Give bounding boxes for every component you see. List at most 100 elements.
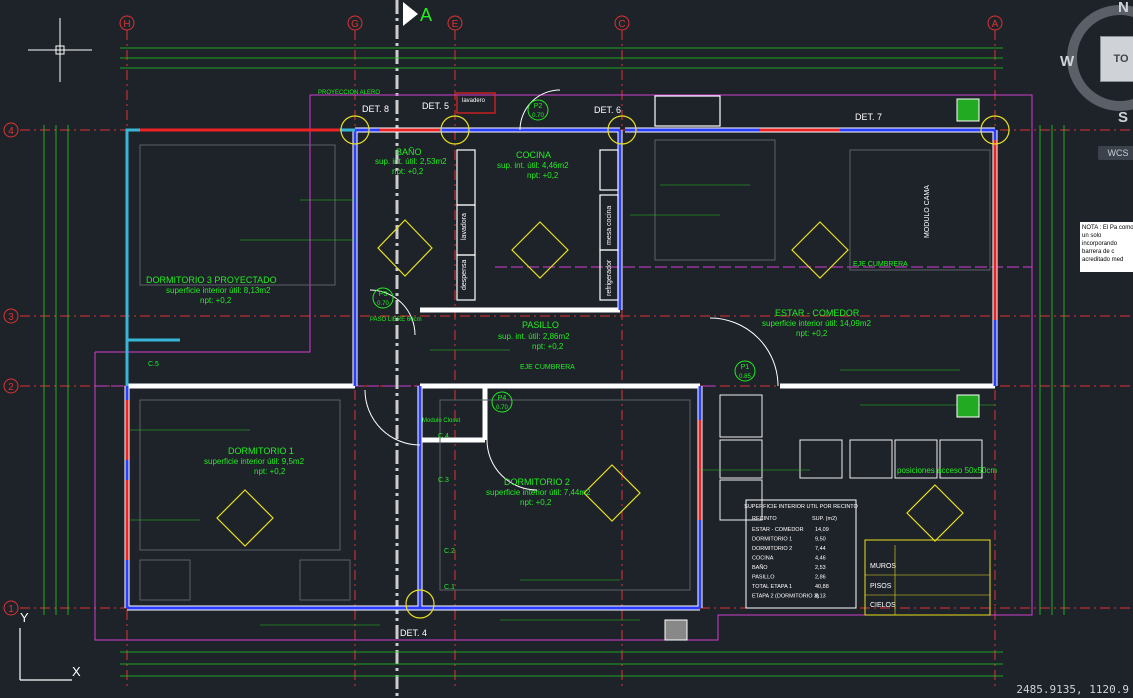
- viewcube-ring[interactable]: N W S: [1060, 0, 1133, 126]
- svg-text:P3: P3: [379, 291, 388, 298]
- room-name-estar: ESTAR - COMEDOR: [775, 308, 860, 318]
- mesa-cocina-label: mesa cocina: [606, 206, 613, 245]
- room-name-dorm2: DORMITORIO 2: [504, 477, 570, 487]
- room-npt-bano: npt: +0,2: [392, 167, 424, 176]
- det-label: DET. 8: [362, 104, 389, 114]
- legend-row-name: DORMITORIO 1: [752, 537, 792, 543]
- legend-row-name: ESTAR - COMEDOR: [752, 527, 804, 533]
- legend-row-value: 2,53: [815, 565, 826, 571]
- materials-group: MUROS: [870, 563, 896, 570]
- modulo-cama-label: MODULO CAMA: [924, 185, 931, 238]
- room-area-estar: superficie interior útil: 14,09m2: [762, 319, 871, 328]
- c5-label: C.5: [148, 361, 159, 368]
- room-area-cocina: sup. int. útil: 4,46m2: [497, 161, 569, 170]
- svg-text:3: 3: [8, 312, 14, 323]
- proyeccion-alero-label: PROYECCION ALERO: [318, 90, 380, 96]
- grid-bubble-g: G: [347, 15, 363, 31]
- svg-text:4: 4: [8, 126, 14, 137]
- detail-labels: DET. 8 DET. 5 DET. 6 DET. 7 DET. 4: [362, 101, 882, 638]
- viewcube-west: W: [1060, 53, 1075, 70]
- section-arrow-icon: [403, 2, 418, 26]
- legend-row-name: PASILLO: [752, 575, 775, 581]
- viewcube-north: N: [1118, 0, 1129, 16]
- ucs-icon: Y X: [19, 610, 81, 681]
- legend-row-value: 2,86: [815, 575, 826, 581]
- room-area-pasillo: sup. int. útil: 2,86m2: [498, 332, 570, 341]
- ucs-y-label: Y: [20, 610, 29, 625]
- level-diamonds: [216, 219, 964, 547]
- room-npt-dorm2: npt: +0,2: [520, 498, 552, 507]
- room-npt-dorm3: npt: +0,2: [200, 296, 232, 305]
- svg-text:E: E: [452, 19, 459, 30]
- door-marker-p2: P2 0.70: [527, 99, 549, 121]
- dimension-lines: [43, 47, 1065, 677]
- legend-title: SUPERFICIE INTERIOR UTIL POR RECINTO: [744, 504, 858, 510]
- lavadero-label: lavadero: [462, 98, 486, 104]
- viewcube-south: S: [1118, 109, 1128, 126]
- room-name-dorm3: DORMITORIO 3 PROYECTADO: [146, 275, 277, 285]
- svg-text:G: G: [351, 19, 359, 30]
- lavadora-label: lavadora: [461, 213, 468, 240]
- c3-label: C.3: [438, 477, 449, 484]
- grid-bubbles: H G E C A 4 3 2 1: [3, 15, 1003, 616]
- legend-row-name: BAÑO: [752, 564, 768, 571]
- door-marker-p3: P3 0.70: [372, 287, 394, 309]
- door-swings: [364, 89, 779, 491]
- svg-text:0.70: 0.70: [496, 405, 508, 411]
- legend-row-name: ETAPA 2 (DORMITORIO 3): [752, 594, 819, 600]
- refrigerador-label: refrigerador: [606, 259, 613, 296]
- room-name-pasillo: PASILLO: [522, 320, 559, 330]
- c2-label: C.2: [444, 548, 455, 555]
- legend-table: SUPERFICIE INTERIOR UTIL POR RECINTO REC…: [744, 499, 859, 609]
- svg-text:P1: P1: [741, 364, 750, 371]
- svg-text:P4: P4: [498, 395, 507, 402]
- eje-cumbrera-label-2: EJE CUMBRERA: [520, 364, 575, 371]
- grid-bubble-e: E: [447, 15, 463, 31]
- section-mark-label: A: [420, 5, 432, 25]
- paso-libre-label: PASO LIBRE 60cm: [370, 317, 422, 323]
- room-npt-pasillo: npt: +0,2: [532, 342, 564, 351]
- cursor-coordinates: 2485.9135, 1120.9: [1016, 683, 1129, 696]
- misc-labels: lavadero despensa lavadora mesa cocina r…: [148, 90, 997, 591]
- materials-group: PISOS: [870, 583, 892, 590]
- svg-text:C: C: [618, 19, 625, 30]
- svg-text:1: 1: [8, 604, 14, 615]
- room-area-dorm2: superficie interior útil: 7,44m2: [486, 488, 591, 497]
- crosshair-cursor: [28, 18, 92, 82]
- svg-text:2: 2: [8, 382, 14, 393]
- grid-bubble-1: 1: [3, 600, 19, 616]
- room-npt-cocina: npt: +0,2: [527, 171, 559, 180]
- ucs-x-label: X: [72, 664, 81, 679]
- legend-row-name: TOTAL ETAPA 1: [752, 584, 792, 590]
- legend-row-value: 40,88: [815, 584, 829, 590]
- det-label: DET. 4: [400, 628, 427, 638]
- room-npt-estar: npt: +0,2: [796, 329, 828, 338]
- room-labels: BAÑO sup. int. útil: 2,53m2 npt: +0,2 CO…: [146, 147, 871, 507]
- viewcube-face[interactable]: TO: [1100, 36, 1133, 82]
- nota-box: NOTA : El Pa como un solo incorporando b…: [1080, 222, 1133, 272]
- det-label: DET. 5: [422, 101, 449, 111]
- room-area-dorm1: superficie interior útil: 9,5m2: [204, 457, 305, 466]
- svg-text:0.70: 0.70: [377, 301, 389, 307]
- svg-text:0.70: 0.70: [532, 113, 544, 119]
- materials-group: CIELOS: [870, 602, 896, 609]
- svg-text:P2: P2: [534, 103, 543, 110]
- det-label: DET. 6: [594, 105, 621, 115]
- detail-circles: [340, 115, 1010, 619]
- door-markers: P20.70 P30.70 P40.70 P10.85: [372, 99, 756, 413]
- eje-cumbrera-label: EJE CUMBRERA: [853, 261, 908, 268]
- legend-row-value: 7,44: [815, 546, 826, 552]
- c4-label: C.4: [438, 433, 449, 440]
- legend-row-name: COCINA: [752, 556, 774, 562]
- despensa-label: despensa: [461, 260, 468, 290]
- wcs-menu[interactable]: WCS: [1098, 146, 1133, 160]
- room-area-dorm3: superficie interior útil: 8,13m2: [166, 286, 271, 295]
- grid-bubble-4: 4: [3, 122, 19, 138]
- materials-table: MUROS PISOS CIELOS: [864, 539, 991, 616]
- hatch-markers: [664, 98, 980, 641]
- legend-header: SUP. (m2): [812, 516, 837, 522]
- svg-text:H: H: [123, 19, 130, 30]
